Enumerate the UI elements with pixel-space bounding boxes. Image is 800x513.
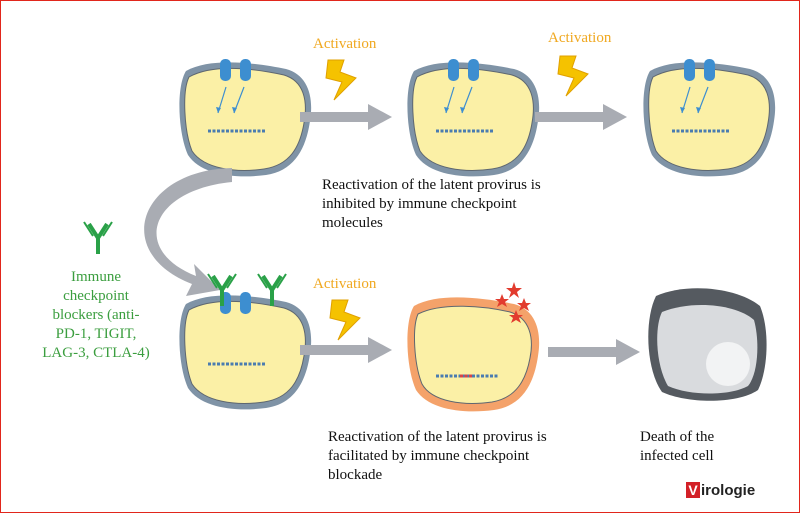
lightning-icon (325, 59, 357, 101)
lightning-icon (557, 55, 589, 97)
cell-latent-1 (177, 57, 313, 178)
activation-label: Activation (313, 276, 377, 292)
arrow-top-1 (300, 104, 392, 130)
blockers-label: Immune checkpoint blockers (anti- PD-1, … (42, 269, 150, 361)
logo-text: irologie (701, 482, 756, 499)
arrow-bottom-1 (300, 337, 392, 363)
virion-burst-icon (495, 282, 531, 323)
curved-arrow (144, 168, 232, 296)
activation-label: Activation (313, 36, 377, 52)
top-caption: Reactivation of the latent provirus is i… (322, 177, 541, 231)
death-caption: Death of the infected cell (640, 429, 715, 464)
antibody-icon (82, 220, 114, 256)
cell-dead (648, 288, 767, 401)
cell-activated (407, 297, 540, 412)
cell-blocked (177, 290, 313, 411)
cell-latent-2 (405, 57, 541, 178)
cell-latent-3 (641, 57, 777, 178)
lightning-icon (329, 299, 361, 341)
activation-label: Activation (548, 30, 612, 46)
arrow-bottom-2 (548, 339, 640, 365)
logo-initial: V (686, 482, 700, 498)
arrow-top-2 (535, 104, 627, 130)
bottom-caption: Reactivation of the latent provirus is f… (328, 429, 547, 483)
